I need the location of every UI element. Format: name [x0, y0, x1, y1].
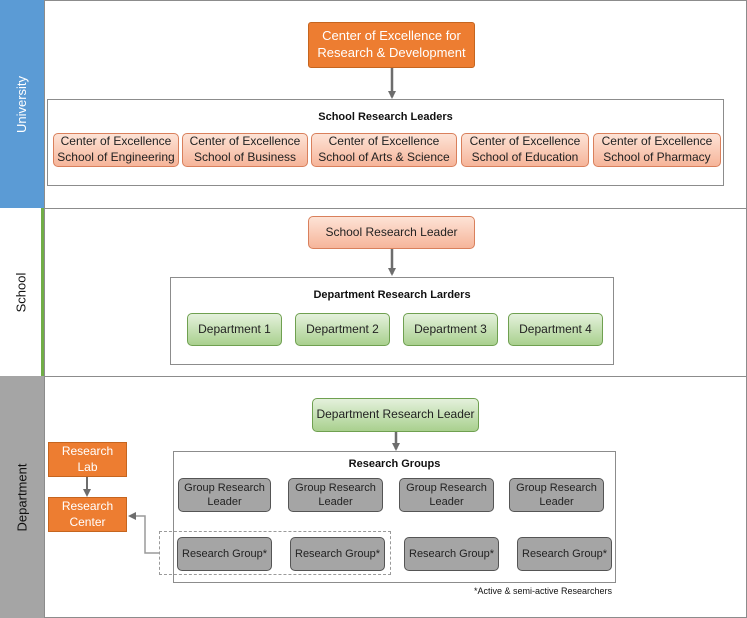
department-band: Department [0, 376, 44, 618]
research-lab-box: Research Lab [48, 442, 127, 477]
school-research-leader-box: School Research Leader [308, 216, 475, 249]
department-3-box: Department 3 [403, 313, 498, 346]
coe-pharmacy-box: Center of Excellence School of Pharmacy [593, 133, 721, 167]
research-groups-title: Research Groups [348, 458, 441, 470]
research-group-box-2: Research Group* [290, 537, 385, 571]
group-research-leader-box-1: Group Research Leader [178, 478, 271, 512]
department-2-box: Department 2 [295, 313, 390, 346]
coe-business-box: Center of Excellence School of Business [182, 133, 308, 167]
research-group-box-1: Research Group* [177, 537, 272, 571]
department-research-larders-title: Department Research Larders [313, 289, 471, 301]
group-research-leader-box-4: Group Research Leader [509, 478, 604, 512]
department-research-leader-box: Department Research Leader [312, 398, 479, 432]
school-research-leaders-title: School Research Leaders [318, 111, 453, 123]
coe-engineering-box: Center of Excellence School of Engineeri… [53, 133, 179, 167]
research-group-box-4: Research Group* [517, 537, 612, 571]
research-group-dashed-highlight [159, 531, 391, 575]
group-research-leader-box-3: Group Research Leader [399, 478, 494, 512]
researchers-footnote: *Active & semi-active Researchers [474, 586, 613, 596]
coe-arts-science-box: Center of Excellence School of Arts & Sc… [311, 133, 457, 167]
school-band: School [0, 208, 44, 376]
coe-research-development-box: Center of Excellence for Research & Deve… [308, 22, 475, 68]
coe-education-box: Center of Excellence School of Education [461, 133, 589, 167]
research-group-box-3: Research Group* [404, 537, 499, 571]
group-research-leader-box-2: Group Research Leader [288, 478, 383, 512]
department-4-box: Department 4 [508, 313, 603, 346]
university-band: University [0, 0, 44, 208]
arrow-groups-to-center [128, 512, 160, 554]
research-center-box: Research Center [48, 497, 127, 532]
department-1-box: Department 1 [187, 313, 282, 346]
